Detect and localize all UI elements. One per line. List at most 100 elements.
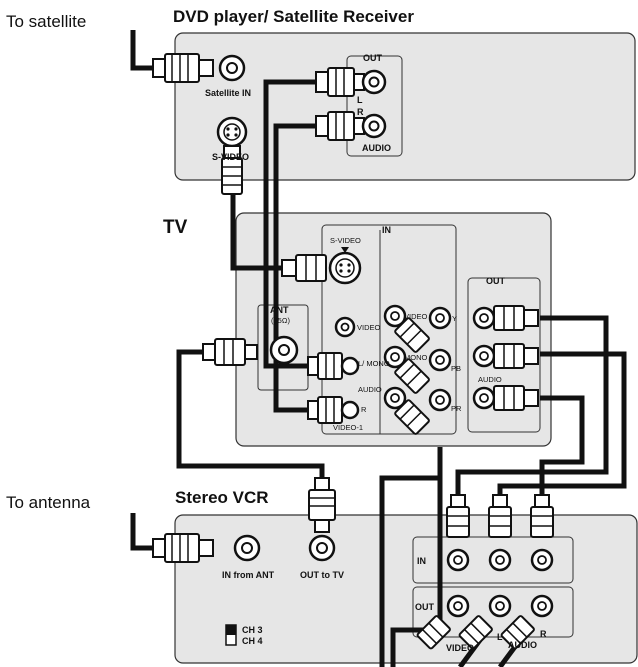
tv-out-r-plug [493, 385, 539, 411]
tv-video1-label: VIDEO-1 [333, 423, 363, 432]
cable-rf-tv [176, 349, 325, 480]
cable-svideo [230, 195, 285, 271]
cable-out-video [455, 315, 609, 497]
dvd-audio-r-jack[interactable] [361, 113, 387, 139]
tv-r-label: R [361, 405, 367, 414]
tv-out-video-jack[interactable] [472, 306, 496, 330]
vcr-in-from-ant-jack[interactable] [233, 534, 261, 562]
tv-video-label: VIDEO [357, 323, 381, 332]
tv-video1-l-plug [307, 352, 343, 380]
tv-svideo-plug [281, 254, 327, 282]
vcr-out-l-jack[interactable] [488, 594, 512, 618]
vcr-title: Stereo VCR [175, 488, 269, 507]
tv-svideo-label: S-VIDEO [330, 236, 361, 245]
tv-video1-l-jack[interactable] [340, 356, 360, 376]
tv-video2-mono-jack[interactable] [383, 345, 407, 369]
tv-component-pr-jack[interactable] [428, 388, 452, 412]
tv-y-label: Y [452, 314, 457, 323]
tv-video2-video-jack[interactable] [383, 304, 407, 328]
dvd-audio-l-jack[interactable] [361, 69, 387, 95]
dvd-audio-label: AUDIO [362, 143, 391, 153]
vcr-out-to-tv-label: OUT to TV [300, 570, 344, 580]
dvd-r-label: R [357, 107, 364, 117]
vcr-audio-label: AUDIO [508, 640, 537, 650]
vcr-ch4-label: CH 4 [242, 636, 263, 646]
vcr-out-l-plug [458, 615, 493, 650]
tv-audio-label: AUDIO [358, 385, 382, 394]
cable-out-r [539, 395, 585, 497]
tv-ant-jack[interactable] [269, 335, 299, 365]
vcr-in-video-jack[interactable] [446, 548, 470, 572]
tv-out-l-plug [493, 343, 539, 369]
tv-video1-r-jack[interactable] [340, 400, 360, 420]
tv-svideo-jack[interactable] [328, 251, 362, 285]
tv-lmono-label: L/ MONO [358, 359, 390, 368]
tv-out-label: OUT [486, 276, 506, 286]
vcr-out-r-jack[interactable] [530, 594, 554, 618]
tv-pr-label: PR [451, 404, 462, 413]
dvd-svideo-jack[interactable] [216, 116, 248, 148]
tv-component-y-jack[interactable] [428, 306, 452, 330]
vcr-out-label: OUT [415, 602, 435, 612]
tv-in-label: IN [382, 225, 391, 235]
vcr-in-r-jack[interactable] [530, 548, 554, 572]
vcr-l-label: L [497, 632, 503, 642]
tv-ant-label: ANT [270, 305, 289, 315]
vcr-out-group [412, 586, 574, 638]
cables [130, 30, 627, 667]
vcr-ch3-label: CH 3 [242, 625, 263, 635]
tv-title: TV [163, 217, 188, 238]
to-satellite-label: To satellite [6, 12, 86, 31]
tv-video1-r-plug [307, 396, 343, 424]
dvd-svideo-plug [221, 145, 243, 195]
tv-in-group [321, 224, 457, 435]
tv-video2-video-plug [394, 317, 430, 353]
tv-video2-r-plug [394, 399, 430, 435]
vcr-out-video-jack[interactable] [446, 594, 470, 618]
vcr-out-video-plug [416, 615, 451, 650]
tv-ant-plug [202, 338, 258, 366]
tv-video-comp-label: VIDEO [404, 312, 428, 321]
vcr-in-video-plug [446, 494, 470, 538]
tv-video1-video-jack[interactable] [334, 316, 356, 338]
dvd-svideo-label: S-VIDEO [212, 152, 249, 162]
cable-dvd-l [263, 79, 318, 369]
cable-satellite [130, 30, 155, 71]
tv-ohm-label: (75Ω) [271, 316, 290, 325]
dvd-satellite-plug [152, 53, 214, 83]
tv-out-r-jack[interactable] [472, 386, 496, 410]
dvd-audio-l-plug [315, 67, 365, 97]
dvd-out-label: OUT [363, 53, 383, 63]
vcr-in-label: IN [417, 556, 426, 566]
tv-video2-r-jack[interactable] [383, 386, 407, 410]
vcr-video-label: VIDEO [446, 643, 474, 653]
vcr-r-label: R [540, 629, 547, 639]
vcr-in-l-jack[interactable] [488, 548, 512, 572]
vcr-out-to-tv-plug [308, 477, 336, 533]
to-antenna-label: To antenna [6, 493, 91, 512]
tv-video2-l-plug [394, 358, 430, 394]
dvd-panel [174, 32, 636, 181]
tv-out-l-jack[interactable] [472, 344, 496, 368]
dvd-satellite-in-jack[interactable] [218, 54, 246, 82]
cable-antenna [130, 513, 155, 551]
vcr-in-r-plug [530, 494, 554, 538]
dvd-audio-out-group [346, 55, 403, 157]
tv-mono-label: MONO [404, 353, 427, 362]
vcr-in-from-ant-label: IN from ANT [222, 570, 275, 580]
dvd-l-label: L [357, 95, 363, 105]
vcr-out-to-tv-jack[interactable] [308, 534, 336, 562]
vcr-in-l-plug [488, 494, 512, 538]
vcr-antenna-plug [152, 533, 214, 563]
cable-out-l [497, 351, 627, 497]
cable-vcr-video [390, 447, 443, 667]
dvd-title: DVD player/ Satellite Receiver [173, 7, 414, 26]
tv-pb-label: PB [451, 364, 461, 373]
dvd-satellite-in-label: Satellite IN [205, 88, 251, 98]
vcr-out-r-plug [500, 615, 535, 650]
tv-out-audio-label: AUDIO [478, 375, 502, 384]
tv-out-video-plug [493, 305, 539, 331]
cable-vcr-rise [379, 475, 442, 667]
tv-component-pb-jack[interactable] [428, 348, 452, 372]
